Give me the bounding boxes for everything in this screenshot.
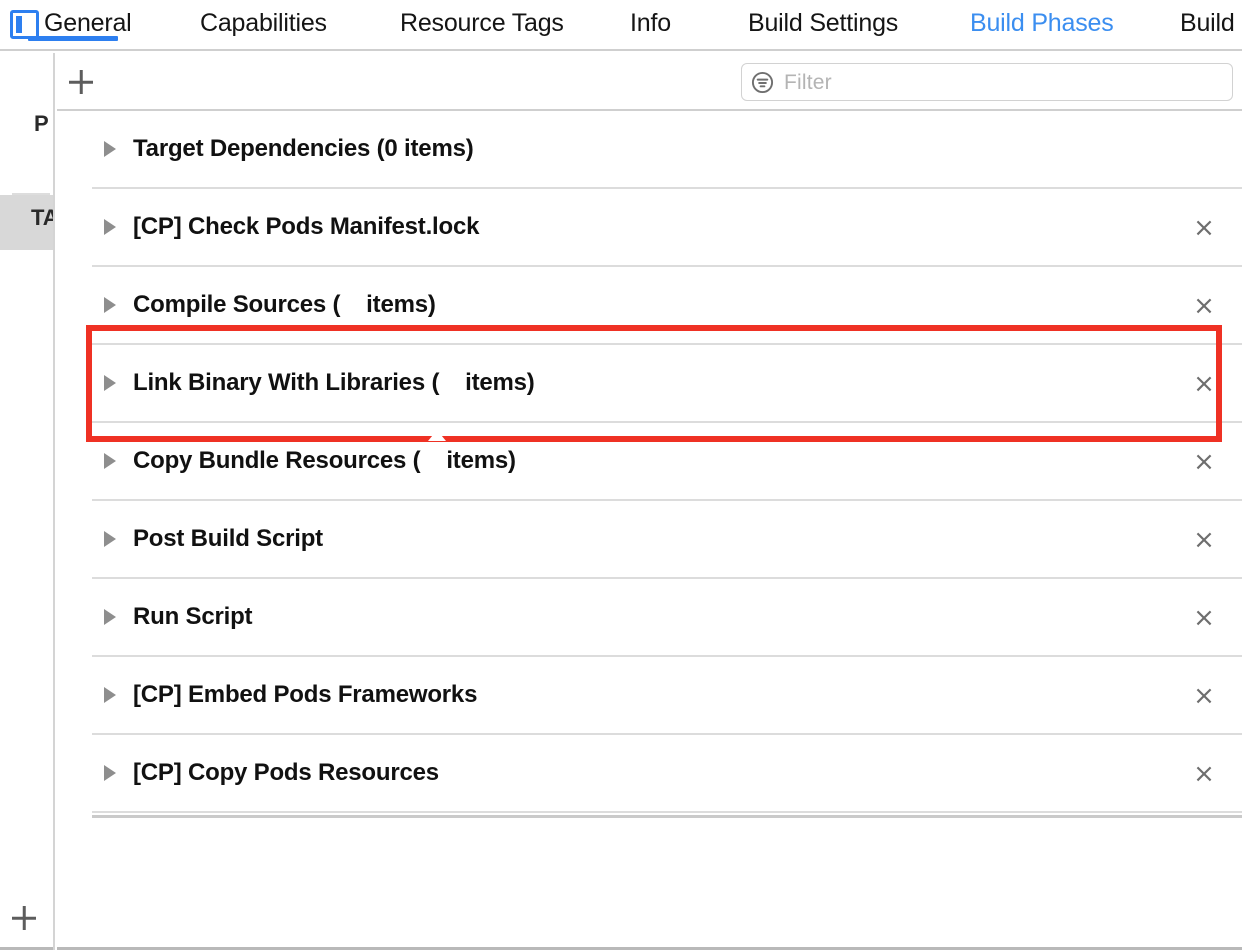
sidebar-divider [12, 193, 50, 195]
remove-phase-icon[interactable]: × [1193, 759, 1215, 789]
mouse-cursor-notch [428, 430, 446, 441]
tab-general[interactable]: General [44, 9, 132, 37]
tab-build-phases[interactable]: Build Phases [970, 9, 1114, 37]
row-divider [92, 577, 1242, 579]
disclosure-triangle-right-icon[interactable] [104, 453, 116, 469]
project-section-label: P [34, 111, 49, 136]
tab-info[interactable]: Info [630, 9, 671, 37]
build-phase-title: Post Build Script [133, 525, 323, 552]
build-phase-row[interactable]: Run Script × [57, 579, 1242, 657]
build-phase-row[interactable]: Copy Bundle Resources ( items) × [57, 423, 1242, 501]
list-end-divider [92, 815, 1242, 818]
sidebar-pane-icon[interactable] [10, 10, 39, 39]
filter-circle-icon [751, 71, 774, 94]
row-divider [92, 421, 1242, 423]
filter-input[interactable]: Filter [741, 63, 1233, 101]
plus-icon [69, 70, 93, 94]
build-phases-list: Target Dependencies (0 items) [CP] Check … [57, 111, 1242, 950]
row-divider [92, 733, 1242, 735]
remove-phase-icon[interactable]: × [1193, 603, 1215, 633]
build-phase-row[interactable]: [CP] Copy Pods Resources × [57, 735, 1242, 813]
row-divider [92, 499, 1242, 501]
tab-build-settings[interactable]: Build Settings [748, 9, 899, 37]
build-phase-row[interactable]: [CP] Embed Pods Frameworks × [57, 657, 1242, 735]
disclosure-triangle-right-icon[interactable] [104, 141, 116, 157]
tab-capabilities[interactable]: Capabilities [200, 9, 327, 37]
remove-phase-icon[interactable]: × [1193, 291, 1215, 321]
build-phase-title: Copy Bundle Resources ( items) [133, 447, 516, 474]
disclosure-triangle-right-icon[interactable] [104, 765, 116, 781]
build-phase-title: [CP] Embed Pods Frameworks [133, 681, 478, 708]
build-phase-title: Compile Sources ( items) [133, 291, 436, 318]
build-phase-row[interactable]: Link Binary With Libraries ( items) × [57, 345, 1242, 423]
filter-placeholder-text: Filter [784, 71, 832, 94]
plus-icon [12, 906, 36, 930]
disclosure-triangle-right-icon[interactable] [104, 531, 116, 547]
row-divider [92, 655, 1242, 657]
build-phases-editor: Filter Target Dependencies (0 items) [CP]… [57, 53, 1242, 950]
inspector-tab-bar: General Capabilities Resource Tags Info Buil… [0, 0, 1242, 51]
build-phase-row[interactable]: [CP] Check Pods Manifest.lock × [57, 189, 1242, 267]
remove-phase-icon[interactable]: × [1193, 369, 1215, 399]
build-phase-row[interactable]: Compile Sources ( items) × [57, 267, 1242, 345]
disclosure-triangle-right-icon[interactable] [104, 297, 116, 313]
disclosure-triangle-right-icon[interactable] [104, 687, 116, 703]
disclosure-triangle-right-icon[interactable] [104, 375, 116, 391]
disclosure-triangle-right-icon[interactable] [104, 219, 116, 235]
remove-phase-icon[interactable]: × [1193, 525, 1215, 555]
row-divider [92, 265, 1242, 267]
add-target-button[interactable] [12, 906, 36, 930]
row-divider [92, 187, 1242, 189]
build-phase-title: Run Script [133, 603, 253, 630]
build-phase-title: [CP] Check Pods Manifest.lock [133, 213, 480, 240]
row-divider [92, 343, 1242, 345]
build-phase-title: Target Dependencies (0 items) [133, 135, 474, 162]
build-phase-row[interactable]: Post Build Script × [57, 501, 1242, 579]
remove-phase-icon[interactable]: × [1193, 681, 1215, 711]
sidebar-bottom-rule [0, 947, 53, 950]
targets-section-label: TA [31, 205, 53, 230]
remove-phase-icon[interactable]: × [1193, 213, 1215, 243]
tab-selection-indicator [28, 36, 118, 41]
build-phase-title: Link Binary With Libraries ( items) [133, 369, 535, 396]
tab-build[interactable]: Build [1180, 9, 1235, 37]
row-divider [92, 811, 1242, 813]
tab-resource-tags[interactable]: Resource Tags [400, 9, 564, 37]
selected-target-row[interactable] [0, 195, 53, 250]
build-phase-title: [CP] Copy Pods Resources [133, 759, 439, 786]
add-build-phase-button[interactable] [69, 70, 93, 94]
build-phase-row[interactable]: Target Dependencies (0 items) [57, 111, 1242, 189]
build-phases-toolbar: Filter [57, 53, 1242, 111]
editor-bottom-rule [57, 947, 1242, 950]
disclosure-triangle-right-icon[interactable] [104, 609, 116, 625]
project-navigator-pane: P TA [0, 53, 55, 950]
remove-phase-icon[interactable]: × [1193, 447, 1215, 477]
